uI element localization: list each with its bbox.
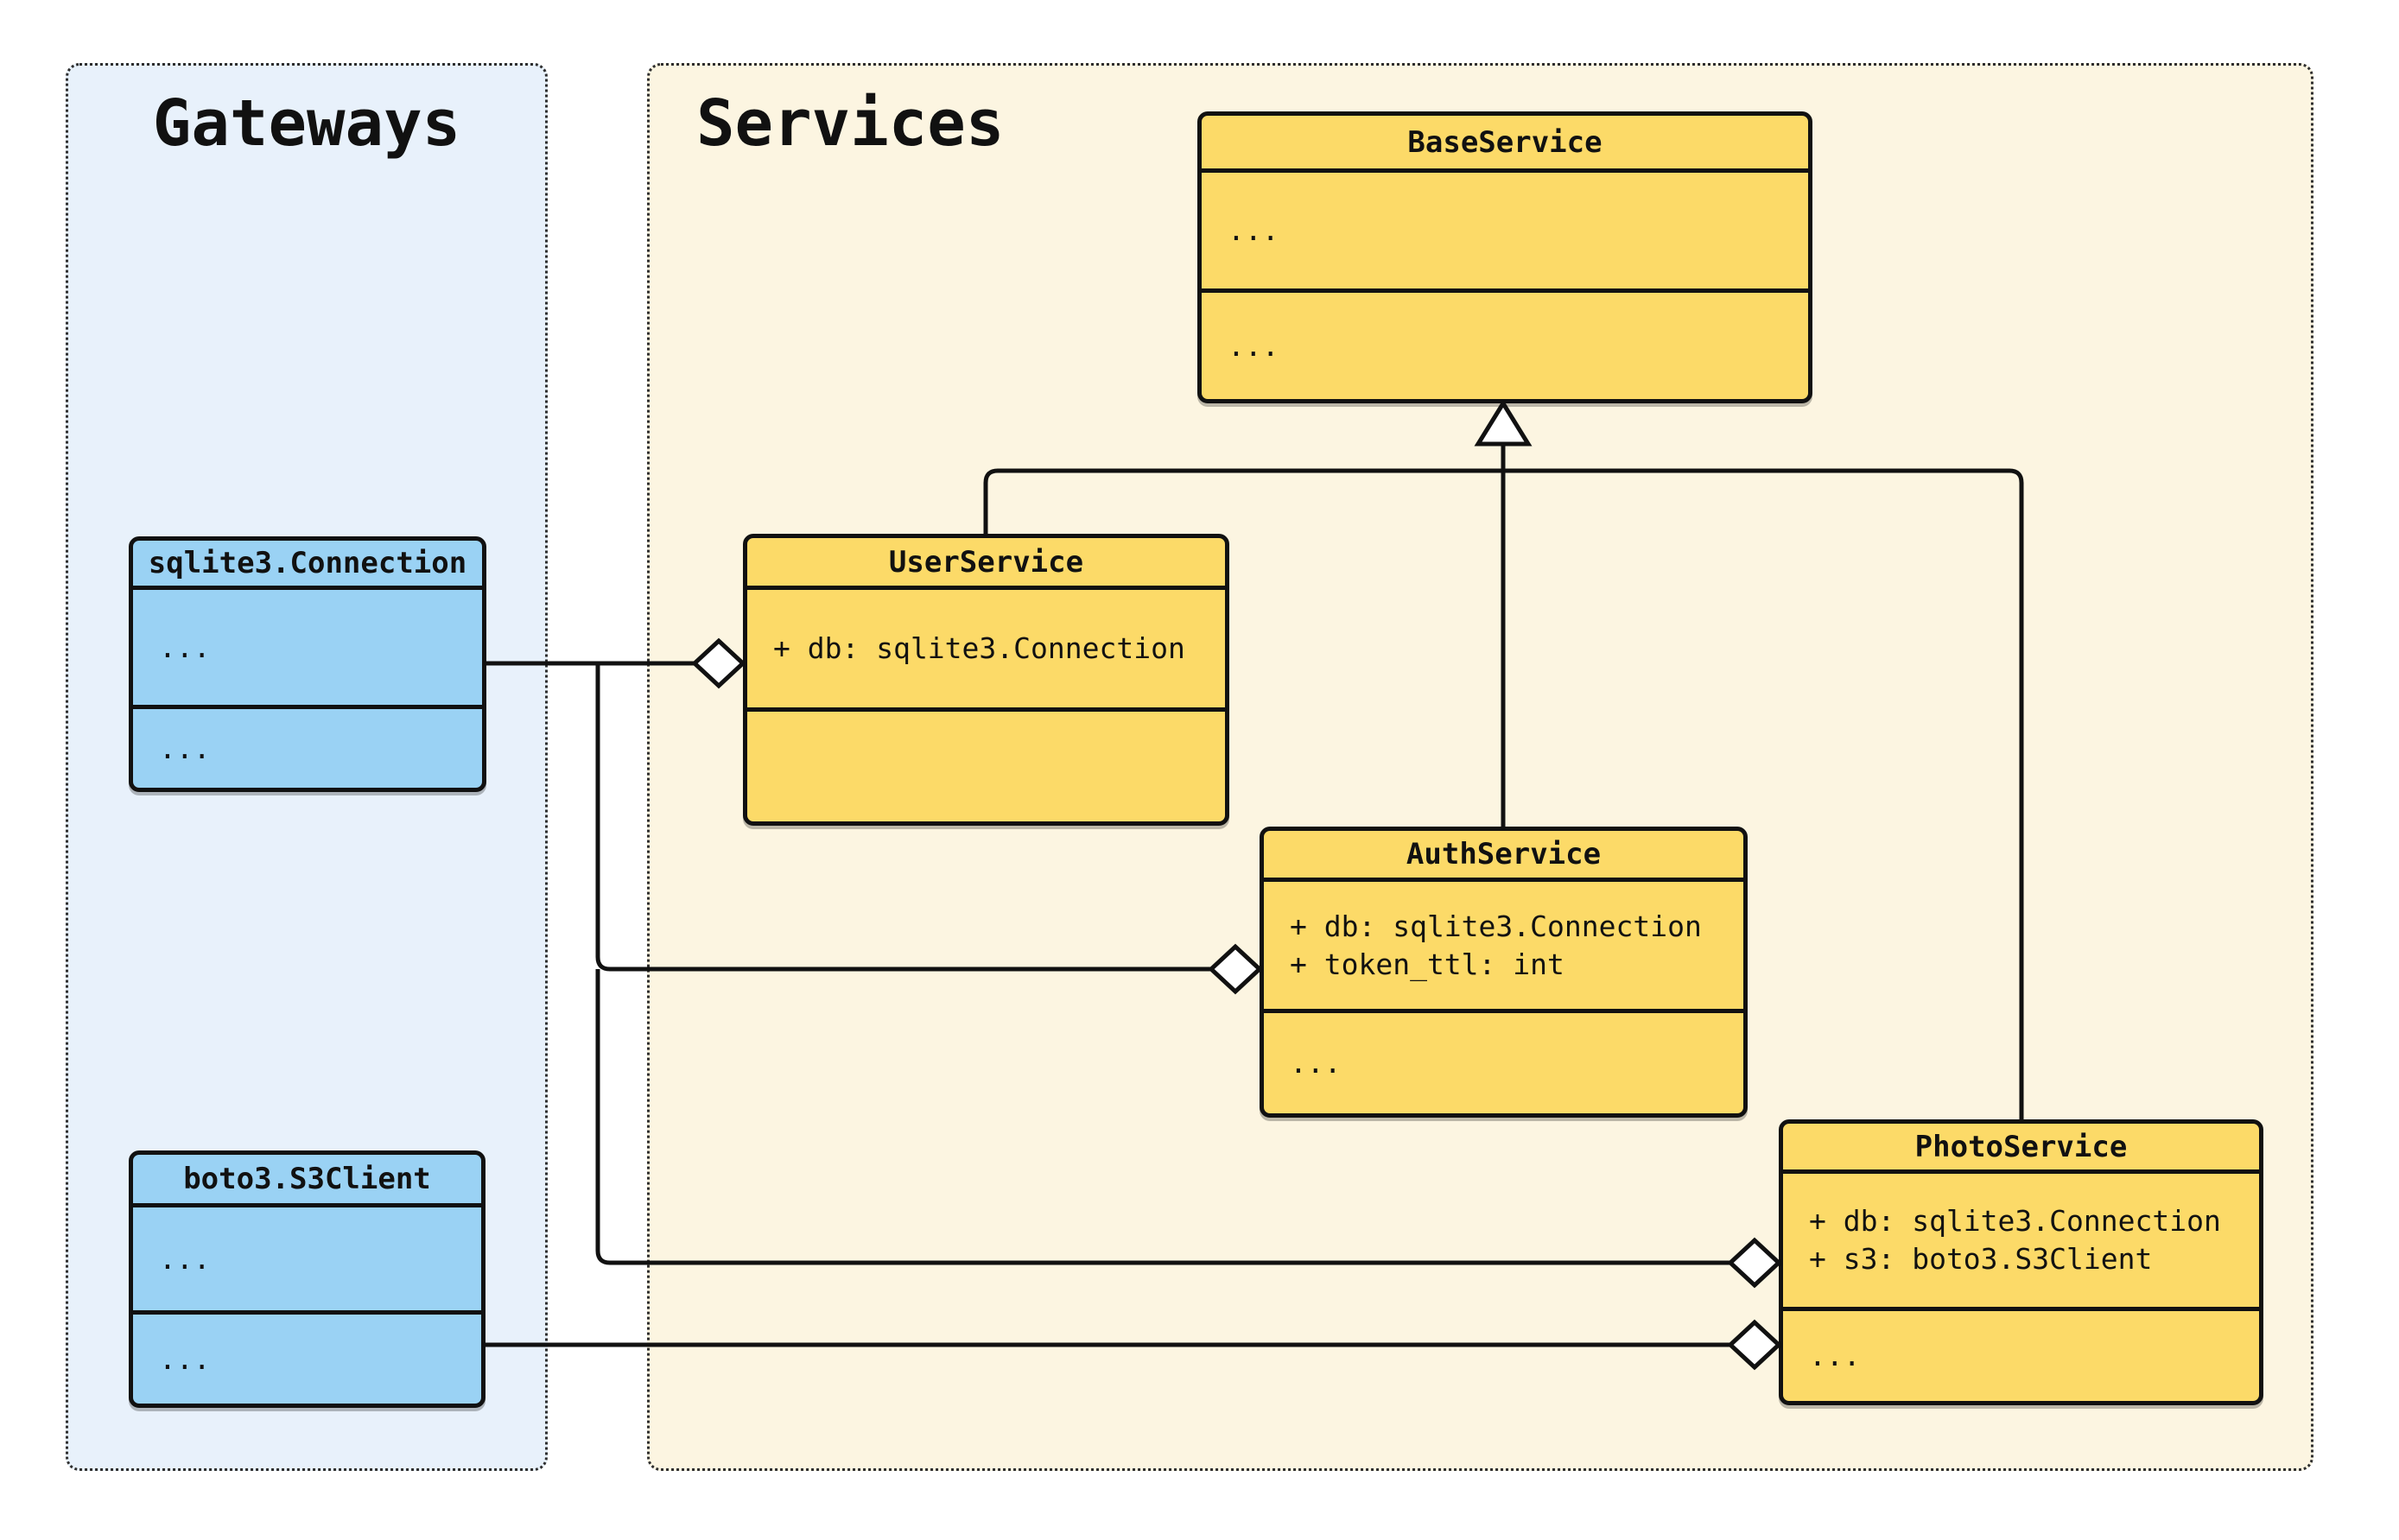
attribute-line: ... xyxy=(159,630,211,664)
class-baseservice-attributes: ... xyxy=(1202,173,1808,288)
class-sqlite3-connection-methods: ... xyxy=(133,705,482,788)
attribute-line: + token_ttl: int xyxy=(1290,947,1564,981)
attribute-line: ... xyxy=(159,1241,211,1276)
class-boto3-s3client-title: boto3.S3Client xyxy=(133,1155,481,1207)
class-sqlite3-connection-title: sqlite3.Connection xyxy=(133,541,482,590)
attribute-line: + db: sqlite3.Connection xyxy=(1290,909,1702,943)
class-baseservice: BaseService ... ... xyxy=(1197,111,1812,403)
class-authservice-title: AuthService xyxy=(1264,831,1743,882)
method-line: ... xyxy=(1228,328,1279,363)
class-boto3-s3client-attributes: ... xyxy=(133,1207,481,1310)
class-boto3-s3client: boto3.S3Client ... ... xyxy=(129,1150,486,1408)
attribute-line: + db: sqlite3.Connection xyxy=(1809,1204,2221,1238)
class-authservice-methods: ... xyxy=(1264,1009,1743,1113)
class-baseservice-methods: ... xyxy=(1202,288,1808,399)
class-authservice: AuthService + db: sqlite3.Connection + t… xyxy=(1260,827,1748,1118)
class-userservice-title: UserService xyxy=(747,538,1225,590)
class-userservice: UserService + db: sqlite3.Connection xyxy=(743,534,1229,826)
class-authservice-attributes: + db: sqlite3.Connection + token_ttl: in… xyxy=(1264,882,1743,1009)
method-line: ... xyxy=(1290,1046,1342,1080)
class-userservice-methods xyxy=(747,707,1225,821)
group-services-title: Services xyxy=(696,86,1005,161)
class-photoservice-attributes: + db: sqlite3.Connection + s3: boto3.S3C… xyxy=(1783,1174,2259,1307)
method-line: ... xyxy=(159,1341,211,1376)
class-sqlite3-connection: sqlite3.Connection ... ... xyxy=(129,536,486,792)
class-photoservice-title: PhotoService xyxy=(1783,1124,2259,1174)
class-boto3-s3client-methods: ... xyxy=(133,1310,481,1404)
group-gateways-title: Gateways xyxy=(152,86,461,161)
attribute-line: ... xyxy=(1228,213,1279,247)
attribute-line: + db: sqlite3.Connection xyxy=(773,631,1185,665)
class-baseservice-title: BaseService xyxy=(1202,116,1808,173)
class-photoservice-methods: ... xyxy=(1783,1307,2259,1401)
class-sqlite3-connection-attributes: ... xyxy=(133,590,482,705)
class-photoservice: PhotoService + db: sqlite3.Connection + … xyxy=(1779,1119,2263,1405)
attribute-line: + s3: boto3.S3Client xyxy=(1809,1242,2153,1276)
method-line: ... xyxy=(159,731,211,765)
class-userservice-attributes: + db: sqlite3.Connection xyxy=(747,590,1225,707)
method-line: ... xyxy=(1809,1339,1861,1372)
